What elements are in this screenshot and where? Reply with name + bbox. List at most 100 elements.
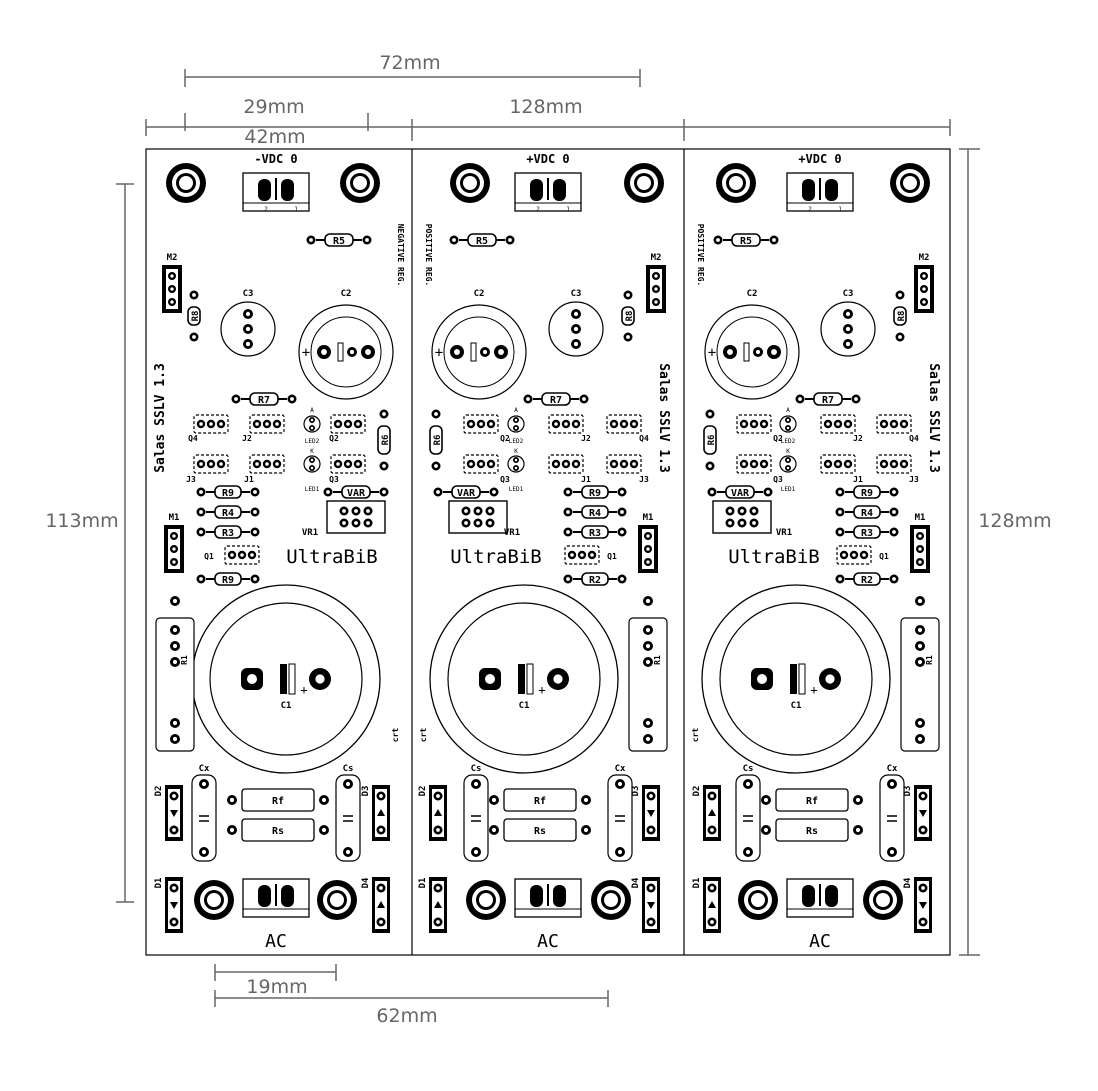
pin-label: 2	[264, 206, 268, 213]
pad-hole	[309, 238, 313, 242]
ac-label: AC	[265, 931, 287, 952]
pad-hole	[580, 553, 584, 557]
pad-hole	[649, 920, 653, 924]
pad-hole	[514, 458, 518, 462]
vdc-label: -VDC 0	[254, 152, 297, 166]
resistor-r1	[900, 617, 940, 752]
trimmer-vr1	[326, 500, 386, 534]
resistor-r6	[429, 425, 443, 455]
pad-hole	[763, 797, 769, 803]
salas-label: Salas SSLV 1.3	[656, 363, 671, 473]
resistor-label-r5: R5	[740, 236, 752, 247]
pad-hole	[620, 577, 624, 581]
resistor-r8	[187, 306, 201, 326]
header-label-m2: M2	[167, 253, 178, 263]
resistor-rs	[775, 818, 849, 842]
pad-hole	[786, 466, 790, 470]
pad-hole	[710, 490, 714, 494]
pad-hole	[921, 794, 925, 798]
cap-label-c3: C3	[843, 289, 854, 299]
pad-hole	[250, 553, 254, 557]
diode-symbol	[708, 901, 716, 908]
part-label-j3: J3	[186, 475, 196, 484]
pad-hole	[583, 797, 589, 803]
led2-label: LED2	[509, 438, 524, 445]
pad-hole	[310, 426, 314, 430]
cap-label-c2: C2	[474, 289, 485, 299]
resistor-var	[341, 485, 371, 499]
diode-symbol	[919, 810, 927, 817]
resistor-label-r5: R5	[476, 236, 488, 247]
pad-hole	[253, 510, 257, 514]
pad-hole	[554, 462, 558, 466]
pad-hole	[752, 521, 756, 525]
pad-hole	[918, 560, 922, 564]
resistor-label-rs: Rs	[534, 826, 546, 837]
pad-hole	[514, 466, 518, 470]
pad-hole	[742, 422, 746, 426]
cap-cx	[879, 774, 905, 862]
pad-hole	[247, 674, 257, 684]
pad-hole	[310, 458, 314, 462]
cap-cx	[607, 774, 633, 862]
pad-hole	[245, 311, 251, 317]
diode-label-d3: D3	[361, 786, 371, 797]
regulator-label: NEGATIVE REG.	[396, 224, 405, 287]
resistor-label-rf: Rf	[806, 796, 818, 807]
dim-128mm-top: 128mm	[509, 96, 582, 118]
pad-hole	[745, 781, 751, 787]
pad-hole	[275, 422, 279, 426]
pad-hole	[321, 827, 327, 833]
pad-hole	[553, 674, 563, 684]
terminal-pad	[281, 885, 294, 907]
pad-hole	[245, 341, 251, 347]
header-label-m2: M2	[919, 253, 930, 263]
mounting-hole-center	[353, 176, 367, 190]
pad-hole	[892, 422, 896, 426]
pad-hole	[436, 828, 440, 832]
terminal-pad	[258, 885, 271, 907]
resistor-r5	[467, 233, 497, 247]
pad-hole	[617, 849, 623, 855]
vr1-label: VR1	[504, 528, 520, 538]
dimension-lines	[116, 69, 980, 1007]
pad-hole	[842, 553, 846, 557]
pad-hole	[230, 553, 234, 557]
resistor-r2	[853, 572, 881, 586]
resistor-rs	[241, 818, 315, 842]
pad-hole	[240, 553, 244, 557]
resistor-label-r8: R8	[897, 311, 907, 322]
dim-128mm-right: 128mm	[978, 510, 1051, 532]
pad-hole	[485, 674, 495, 684]
pad-hole	[253, 530, 257, 534]
pad-hole	[489, 462, 493, 466]
diode-symbol	[170, 810, 178, 817]
pad-hole	[566, 490, 570, 494]
pad-hole	[740, 509, 744, 513]
pad-hole	[436, 886, 440, 890]
resistor-label-r2: R2	[589, 575, 601, 586]
pad-hole	[366, 509, 370, 513]
pad-hole	[892, 530, 896, 534]
pad-hole	[514, 418, 518, 422]
resistor-r3	[853, 525, 881, 539]
pad-hole	[763, 827, 769, 833]
pad-hole	[836, 462, 840, 466]
diode-label-d1: D1	[692, 878, 702, 889]
resistor-label-r3: R3	[861, 528, 873, 539]
pad-hole	[379, 886, 383, 890]
pad-hole	[172, 920, 176, 924]
pad-hole	[346, 462, 350, 466]
pad-hole	[708, 464, 712, 468]
header-label-m2: M2	[651, 253, 662, 263]
led-anode: A	[786, 407, 790, 414]
terminal-pad	[530, 885, 543, 907]
resistor-r3	[214, 525, 242, 539]
mounting-hole-center	[330, 893, 344, 907]
resistor-label-r7: R7	[258, 395, 270, 406]
pad-hole	[645, 659, 651, 665]
resistor-label-r3: R3	[589, 528, 601, 539]
resistor-var	[725, 485, 755, 499]
pad-hole	[354, 521, 358, 525]
